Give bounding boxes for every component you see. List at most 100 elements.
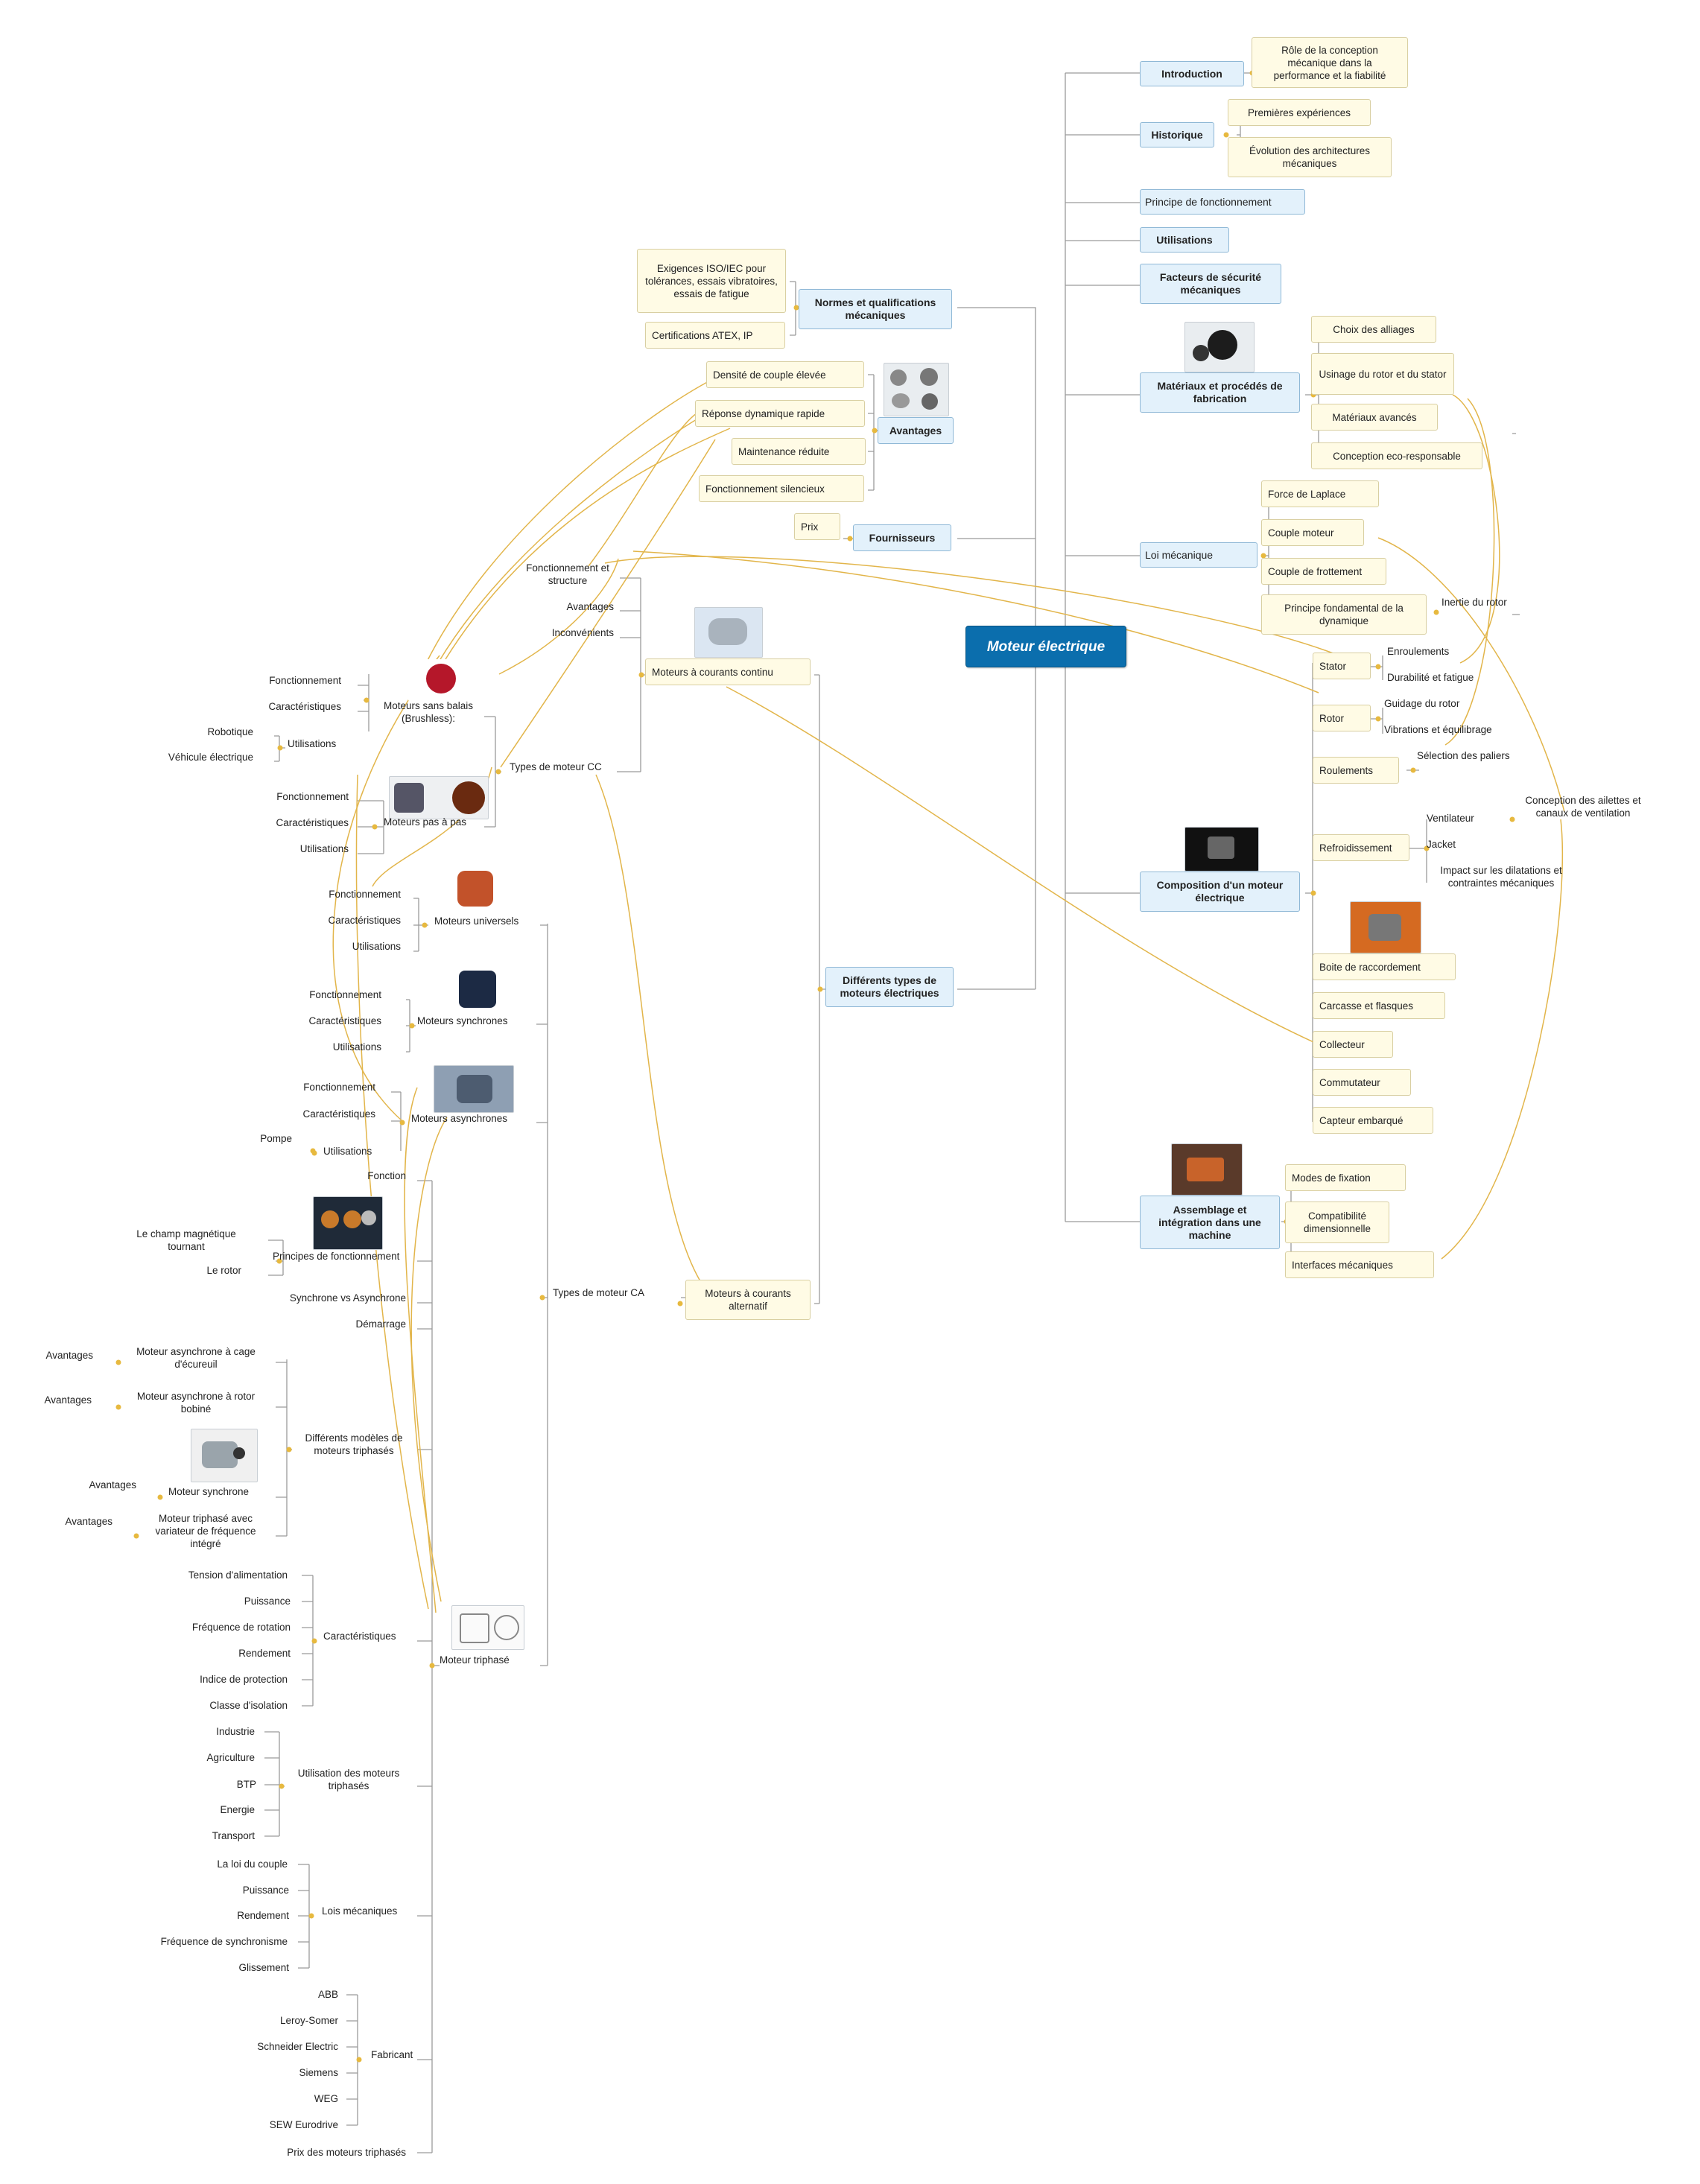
node-differents-types[interactable]: Différents types de moteurs électriques [825,967,954,1007]
label-pas-utilisations[interactable]: Utilisations [299,843,349,854]
label-asynchrones-utilisations[interactable]: Utilisations [323,1146,372,1157]
node-historique[interactable]: Historique [1140,122,1214,147]
label-selection-paliers[interactable]: Sélection des paliers [1417,750,1510,761]
label-weg[interactable]: WEG [314,2093,338,2104]
node-couple-moteur[interactable]: Couple moteur [1261,519,1364,546]
label-moteurs-synchrones[interactable]: Moteurs synchrones [417,1015,508,1026]
label-asynchrones-caracteristiques[interactable]: Caractéristiques [302,1108,375,1120]
node-prix[interactable]: Prix [794,513,840,540]
node-usinage-rotor-stator[interactable]: Usinage du rotor et du stator [1311,353,1454,395]
label-vibrations-equilibrage[interactable]: Vibrations et équilibrage [1384,724,1492,735]
node-composition-moteur[interactable]: Composition d'un moteur électrique [1140,872,1300,912]
root-node[interactable]: Moteur électrique [965,626,1126,667]
label-avantages-variateur[interactable]: Avantages [65,1516,112,1527]
label-pas-fonctionnement[interactable]: Fonctionnement [276,791,349,802]
label-enroulements[interactable]: Enroulements [1387,646,1450,657]
label-cage-ecureuil[interactable]: Moteur asynchrone à cage d'écureuil [136,1346,256,1370]
label-classe-isolation[interactable]: Classe d'isolation [209,1700,288,1711]
label-fonctionnement-structure[interactable]: Fonctionnement et structure [526,562,609,586]
label-fabricant[interactable]: Fabricant [371,2049,413,2060]
node-fournisseurs[interactable]: Fournisseurs [853,524,951,551]
label-guidage-rotor[interactable]: Guidage du rotor [1384,698,1460,709]
label-frequence-synchronisme[interactable]: Fréquence de synchronisme [160,1936,288,1947]
label-pas-caracteristiques[interactable]: Caractéristiques [276,817,349,828]
label-cc-avantages[interactable]: Avantages [566,601,614,612]
node-premieres-experiences[interactable]: Premières expériences [1228,99,1371,126]
label-schneider-electric[interactable]: Schneider Electric [257,2041,338,2052]
label-fonction[interactable]: Fonction [367,1170,406,1181]
label-leroy-somer[interactable]: Leroy-Somer [279,2015,338,2026]
label-pompe[interactable]: Pompe [260,1133,292,1144]
label-brushless-utilisations[interactable]: Utilisations [288,738,337,749]
node-maintenance-reduite[interactable]: Maintenance réduite [732,438,866,465]
node-facteurs-securite[interactable]: Facteurs de sécurité mécaniques [1140,264,1281,304]
label-tension-alimentation[interactable]: Tension d'alimentation [188,1569,288,1581]
label-indice-protection[interactable]: Indice de protection [200,1674,288,1685]
node-stator[interactable]: Stator [1313,653,1371,679]
label-avantages-synchrone[interactable]: Avantages [89,1479,136,1491]
label-synchrones-caracteristiques[interactable]: Caractéristiques [308,1015,381,1026]
node-utilisations[interactable]: Utilisations [1140,227,1229,253]
node-materiaux-procedes[interactable]: Matériaux et procédés de fabrication [1140,372,1300,413]
node-assemblage-integration[interactable]: Assemblage et intégration dans une machi… [1140,1196,1280,1249]
label-sew-eurodrive[interactable]: SEW Eurodrive [269,2119,338,2130]
label-brushless-fonctionnement[interactable]: Fonctionnement [269,675,341,686]
node-refroidissement[interactable]: Refroidissement [1313,834,1409,861]
label-synchrone-vs-asynchrone[interactable]: Synchrone vs Asynchrone [289,1292,406,1304]
node-boite-raccordement[interactable]: Boite de raccordement [1313,953,1456,980]
label-types-moteur-ca[interactable]: Types de moteur CA [553,1287,645,1298]
node-materiaux-avances[interactable]: Matériaux avancés [1311,404,1438,431]
label-loi-couple[interactable]: La loi du couple [217,1858,288,1870]
node-avantages[interactable]: Avantages [878,417,954,444]
label-frequence-rotation[interactable]: Fréquence de rotation [191,1622,291,1633]
node-loi-mecanique[interactable]: Loi mécanique [1140,542,1257,568]
label-prix-triphases[interactable]: Prix des moteurs triphasés [287,2147,406,2158]
label-moteurs-asynchrones[interactable]: Moteurs asynchrones [411,1113,508,1124]
label-demarrage[interactable]: Démarrage [355,1318,406,1330]
label-transport[interactable]: Transport [212,1830,255,1841]
label-carac-puissance[interactable]: Puissance [244,1596,291,1607]
label-lois-rendement[interactable]: Rendement [237,1910,289,1921]
label-btp[interactable]: BTP [236,1779,256,1790]
node-commutateur[interactable]: Commutateur [1313,1069,1411,1096]
node-interfaces-mecaniques[interactable]: Interfaces mécaniques [1285,1251,1434,1278]
node-rotor[interactable]: Rotor [1313,705,1371,731]
node-capteur-embarque[interactable]: Capteur embarqué [1313,1107,1433,1134]
node-principe-fondamental[interactable]: Principe fondamental de la dynamique [1261,594,1427,635]
node-compatibilite-dimensionnelle[interactable]: Compatibilité dimensionnelle [1285,1201,1389,1243]
label-moteur-synchrone[interactable]: Moteur synchrone [168,1486,250,1497]
label-carac-rendement[interactable]: Rendement [238,1648,291,1659]
label-glissement[interactable]: Glissement [238,1962,289,1973]
label-universels-caracteristiques[interactable]: Caractéristiques [328,915,401,926]
node-role-conception[interactable]: Rôle de la conception mécanique dans la … [1252,37,1408,88]
label-synchrones-utilisations[interactable]: Utilisations [332,1041,381,1053]
node-couple-frottement[interactable]: Couple de frottement [1261,558,1386,585]
node-evolution-architectures[interactable]: Évolution des architectures mécaniques [1228,137,1392,177]
label-asynchrones-fonctionnement[interactable]: Fonctionnement [303,1082,375,1093]
label-brushless[interactable]: Moteurs sans balais (Brushless): [383,700,474,724]
node-force-laplace[interactable]: Force de Laplace [1261,480,1379,507]
label-synchrones-fonctionnement[interactable]: Fonctionnement [309,989,381,1000]
label-ventilateur[interactable]: Ventilateur [1427,813,1474,824]
label-cc-inconvenients[interactable]: Inconvénients [551,627,614,638]
node-fonctionnement-silencieux[interactable]: Fonctionnement silencieux [699,475,864,502]
label-moteurs-pas-a-pas[interactable]: Moteurs pas à pas [384,816,467,828]
label-caracteristiques[interactable]: Caractéristiques [323,1631,396,1642]
node-roulements[interactable]: Roulements [1313,757,1399,784]
node-conception-eco[interactable]: Conception eco-responsable [1311,442,1482,469]
label-universels-utilisations[interactable]: Utilisations [352,941,401,952]
label-abb[interactable]: ABB [317,1989,338,2000]
label-types-moteur-cc[interactable]: Types de moteur CC [510,761,602,772]
label-lois-mecaniques[interactable]: Lois mécaniques [322,1905,398,1917]
label-durabilite-fatigue[interactable]: Durabilité et fatigue [1387,672,1474,683]
label-champ-magnetique[interactable]: Le champ magnétique tournant [136,1228,236,1252]
label-universels-fonctionnement[interactable]: Fonctionnement [329,889,401,900]
label-energie[interactable]: Energie [220,1804,255,1815]
label-inertie-rotor[interactable]: Inertie du rotor [1441,597,1507,608]
node-certifications-atex[interactable]: Certifications ATEX, IP [645,322,785,349]
node-exigences-iso[interactable]: Exigences ISO/IEC pour tolérances, essai… [637,249,786,313]
node-collecteur[interactable]: Collecteur [1313,1031,1393,1058]
label-agriculture[interactable]: Agriculture [206,1752,255,1763]
label-jacket[interactable]: Jacket [1427,839,1456,850]
label-avantages-bobine[interactable]: Avantages [44,1394,92,1406]
